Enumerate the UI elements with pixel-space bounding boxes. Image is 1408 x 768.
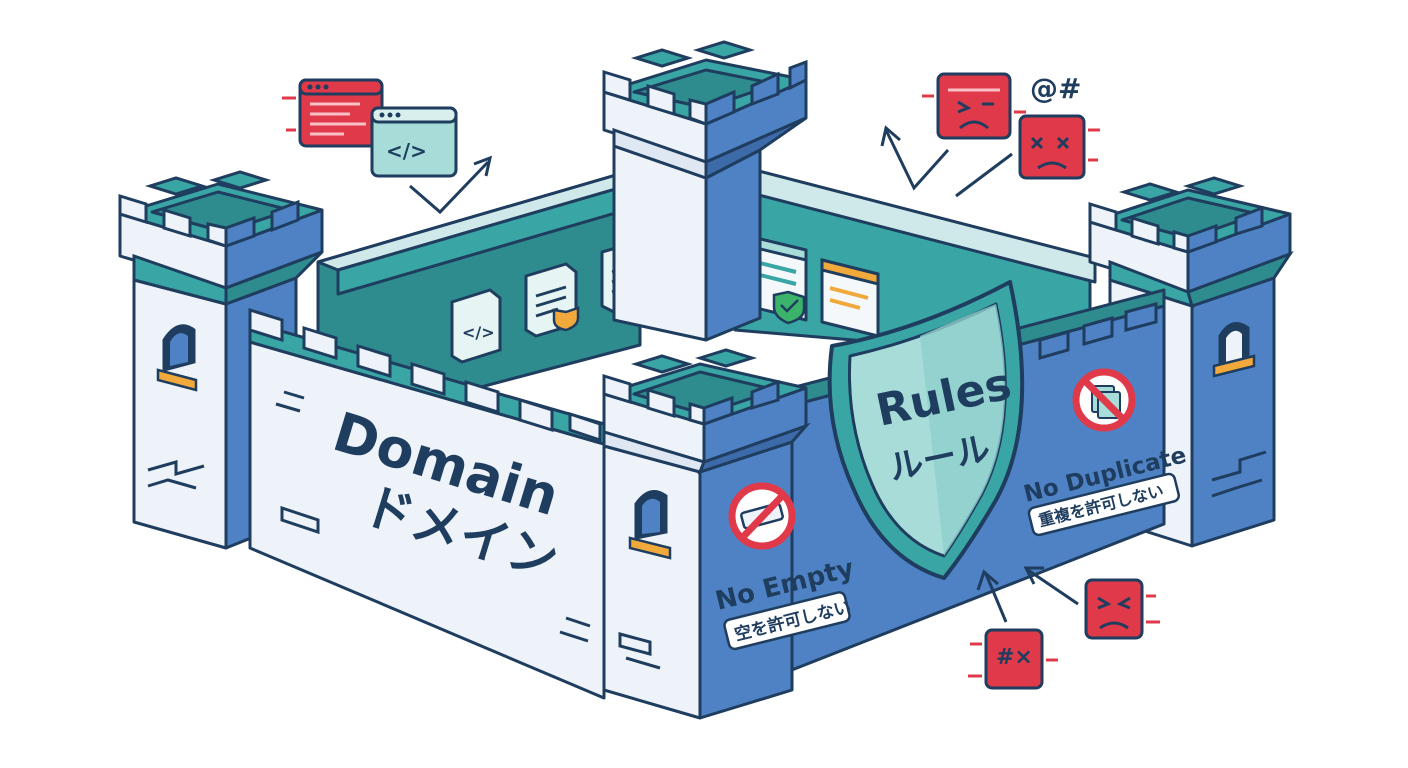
front-left-wall: Domain ドメイン: [248, 307, 606, 700]
document-icon: </>: [450, 288, 502, 364]
dead-face-icon: #×: [968, 628, 1058, 690]
angry-face-icon: [922, 72, 1026, 140]
arrow-icon: [880, 125, 1013, 198]
arrow-icon: [976, 566, 1079, 623]
back-tower: [602, 40, 808, 342]
angry-face-icon: [1084, 578, 1160, 640]
shield-icon: Rules ルール: [827, 280, 1025, 580]
doc-code-tag: </>: [462, 323, 495, 342]
code-tag: </>: [386, 139, 427, 163]
arrow-icon: [409, 155, 493, 215]
curse-face-text: #×: [996, 645, 1033, 670]
code-window-icon: [820, 258, 880, 338]
check-shield-icon: [746, 234, 808, 325]
code-window-icon: [282, 78, 384, 148]
document-icon: [524, 262, 580, 338]
code-window-icon: </>: [370, 106, 458, 178]
dead-face-icon: [1018, 114, 1100, 180]
curse-symbols: @#: [1030, 72, 1081, 105]
